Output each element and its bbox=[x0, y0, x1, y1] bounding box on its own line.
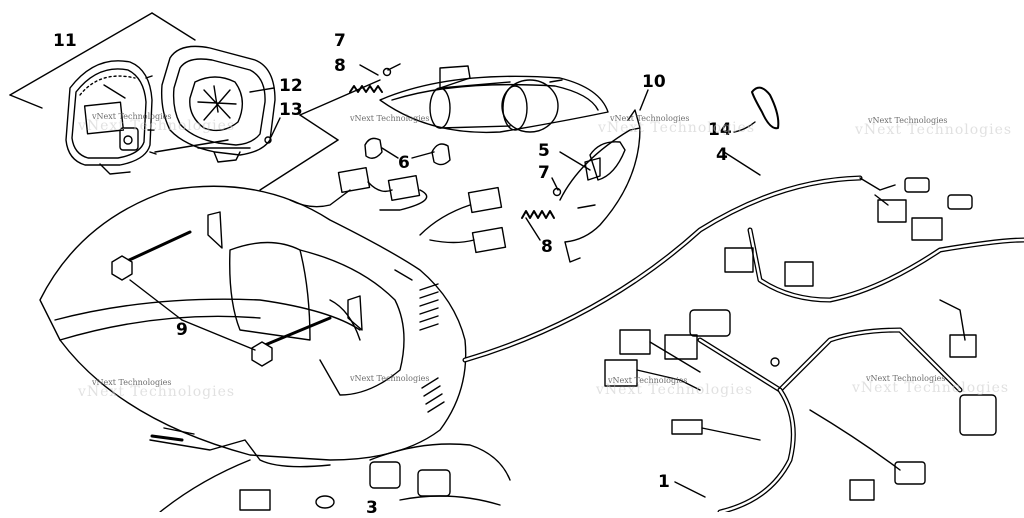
leader-12 bbox=[249, 87, 275, 93]
instrument-gauge bbox=[65, 60, 157, 175]
callout-3: 3 bbox=[366, 498, 378, 518]
callout-13: 13 bbox=[279, 100, 303, 120]
screw-13 bbox=[264, 117, 281, 144]
watermark: vNext Technologies bbox=[868, 116, 948, 125]
spring-8-lower bbox=[521, 187, 562, 219]
headlight-subharness bbox=[289, 167, 507, 254]
housing-bracket-lines bbox=[259, 63, 401, 191]
spring-8-top bbox=[349, 64, 392, 93]
callout-1: 1 bbox=[658, 472, 670, 492]
gauge-link-line bbox=[154, 139, 229, 153]
lower-light-shell bbox=[559, 109, 641, 263]
callout-12: 12 bbox=[279, 76, 303, 96]
callout-8-lower: 8 bbox=[541, 237, 553, 257]
main-harness bbox=[462, 175, 1024, 512]
callout-7-top: 7 bbox=[334, 31, 346, 51]
watermark-ghost: vNext Technologies bbox=[852, 380, 1010, 396]
callout-7-lower: 7 bbox=[538, 163, 550, 183]
callout-6: 6 bbox=[398, 153, 410, 173]
callout-leaders bbox=[525, 89, 761, 498]
callout-14: 14 bbox=[708, 120, 732, 140]
lower-left-harness bbox=[149, 427, 511, 512]
headlight-housing bbox=[379, 65, 609, 134]
watermark-ghost: vNext Technologies bbox=[78, 118, 236, 134]
watermark: vNext Technologies bbox=[610, 114, 690, 123]
gauge-bracket-lines bbox=[9, 12, 196, 109]
callout-5: 5 bbox=[538, 141, 550, 161]
watermark: vNext Technologies bbox=[350, 114, 430, 123]
callout-9: 9 bbox=[176, 320, 188, 340]
watermark-ghost: vNext Technologies bbox=[78, 384, 236, 400]
watermark: vNext Technologies bbox=[92, 378, 172, 387]
watermark: vNext Technologies bbox=[350, 374, 430, 383]
watermark-ghost: vNext Technologies bbox=[855, 122, 1013, 138]
bolt-9 bbox=[111, 230, 332, 367]
watermark: vNext Technologies bbox=[92, 112, 172, 121]
clip-ring-14 bbox=[733, 86, 780, 133]
callout-11: 11 bbox=[53, 31, 77, 51]
watermark: vNext Technologies bbox=[608, 376, 688, 385]
callout-8-top: 8 bbox=[334, 56, 346, 76]
watermark-ghost: vNext Technologies bbox=[596, 382, 754, 398]
watermark-ghost: vNext Technologies bbox=[598, 120, 756, 136]
socket-elbow-6 bbox=[364, 137, 451, 166]
hood bbox=[39, 185, 467, 461]
callout-4: 4 bbox=[716, 145, 728, 165]
watermark: vNext Technologies bbox=[866, 374, 946, 383]
gauge-cover bbox=[160, 45, 276, 163]
callout-10: 10 bbox=[642, 72, 666, 92]
